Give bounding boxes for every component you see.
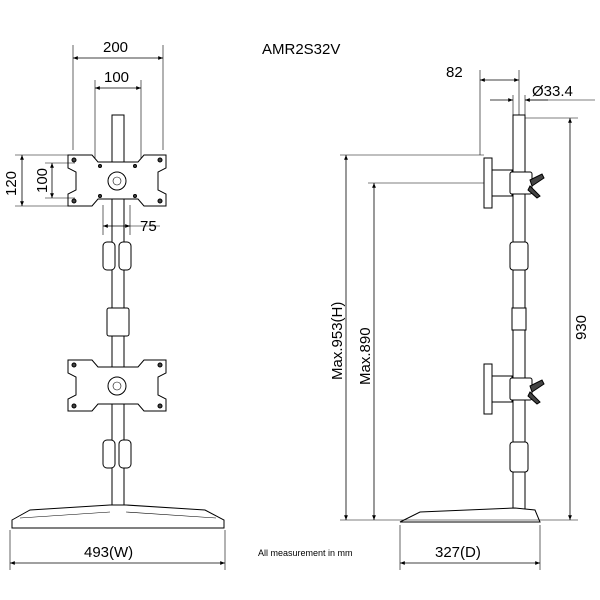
vesa-plate-top [67,154,167,207]
dim-75: 75 [140,218,157,235]
vesa-plate-bottom [67,359,167,412]
side-base [399,507,541,523]
mount-bottom [483,363,545,415]
front-view: 200 100 120 100 75 493(W) [3,39,226,570]
dim-max-890: Max.890 [357,327,374,385]
dim-327d: 327(D) [435,544,481,561]
dim-120: 120 [3,171,20,196]
dim-100-v: 100 [34,168,51,193]
mount-top [483,157,545,209]
dim-diameter: Ø33.4 [532,83,573,100]
base [11,504,225,529]
side-view: 82 Ø33.4 Max.953(H) Max.890 930 327(D) [329,64,595,570]
dim-493w: 493(W) [84,544,133,561]
dim-100-h: 100 [104,69,129,86]
dim-82: 82 [446,64,463,81]
model-title: AMR2S32V [262,41,340,58]
dim-200: 200 [103,39,128,56]
measurement-note: All measurement in mm [258,548,353,558]
dim-930: 930 [573,315,590,340]
dim-max-953: Max.953(H) [329,302,346,380]
